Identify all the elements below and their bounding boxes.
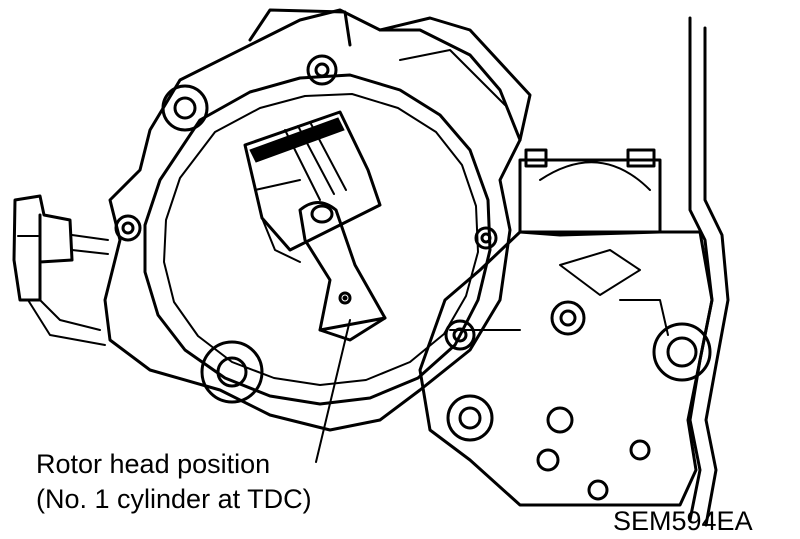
callout-label-line2: (No. 1 cylinder at TDC) <box>36 484 312 514</box>
leader-line <box>315 319 351 463</box>
connector <box>12 194 109 346</box>
figure-id: SEM594EA <box>613 506 753 536</box>
callout-label-line1: Rotor head position <box>36 449 271 479</box>
rotor-head <box>298 201 387 342</box>
engine-block <box>418 16 730 527</box>
rotor-shaft <box>243 110 382 263</box>
distributor-housing <box>103 8 532 432</box>
